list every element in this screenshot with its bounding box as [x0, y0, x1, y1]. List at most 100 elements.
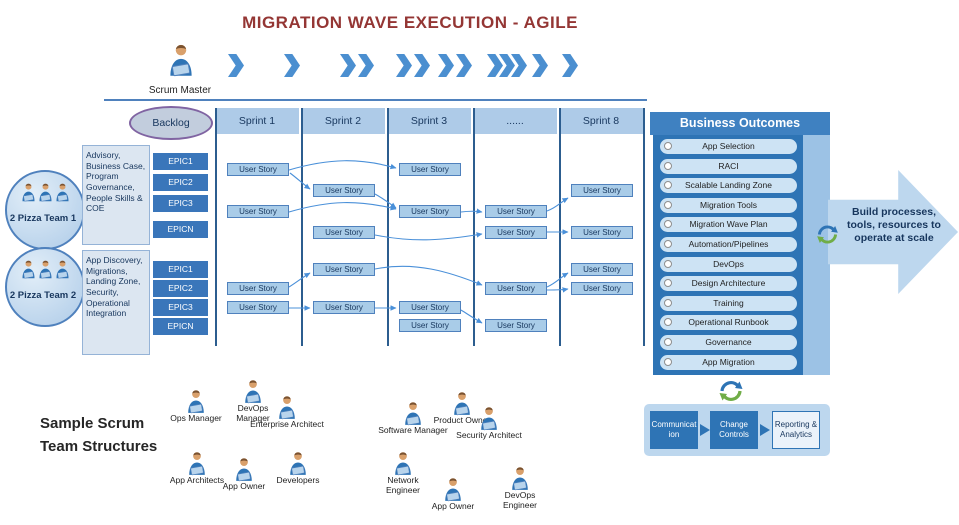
role-label: Software Manager — [378, 425, 448, 435]
grid-line — [559, 108, 561, 346]
person-icon — [245, 380, 261, 404]
role-label: Enterprise Architect — [250, 419, 324, 429]
chevron-right-icon — [438, 54, 454, 77]
epic-label: EPICN — [153, 318, 208, 335]
outcome-item: App Selection — [660, 139, 797, 154]
bullet-icon — [664, 142, 672, 150]
role-app-owner: App Owner — [428, 476, 478, 512]
cycle-arrows-icon — [719, 381, 743, 401]
user-story-card: User Story — [571, 282, 633, 295]
role-security-architect: Security Architect — [452, 405, 526, 441]
user-story-card: User Story — [399, 163, 461, 176]
user-story-card: User Story — [571, 226, 633, 239]
user-story-card: User Story — [399, 301, 461, 314]
team-1-circle — [5, 170, 85, 250]
user-story-card: User Story — [227, 282, 289, 295]
role-label: Network Engineer — [385, 475, 421, 495]
user-story-card: User Story — [485, 205, 547, 218]
cycle-arrows-icon — [716, 376, 746, 411]
user-story-card: User Story — [485, 319, 547, 332]
chevron-right-icon — [511, 54, 527, 77]
business-outcomes-header: Business Outcomes — [650, 112, 830, 135]
team-1-label: 2 Pizza Team 1 — [9, 213, 77, 224]
user-story-card: User Story — [399, 319, 461, 332]
person-icon — [481, 407, 497, 431]
person-icon — [38, 183, 52, 202]
team-2-scope: App Discovery, Migrations, Landing Zone,… — [82, 250, 150, 355]
user-story-card: User Story — [485, 282, 547, 295]
divider-line — [104, 99, 647, 101]
chevron-right-icon — [358, 54, 374, 77]
grid-line — [301, 108, 303, 346]
person-icon — [512, 467, 528, 491]
person-icon — [170, 44, 192, 77]
bullet-icon — [664, 298, 672, 307]
person-icon — [405, 402, 421, 426]
bullet-icon — [664, 181, 672, 190]
outcome-item: Training — [660, 295, 797, 311]
role-enterprise-architect: Enterprise Architect — [245, 394, 329, 430]
outcome-item: DevOps — [660, 256, 797, 272]
bullet-icon — [664, 240, 672, 248]
flow-step: Communication — [650, 411, 698, 449]
cycle-arrows-icon — [817, 225, 838, 244]
epic-label: EPIC1 — [153, 153, 208, 170]
chevron-right-icon — [284, 54, 300, 77]
scrum-master-label: Scrum Master — [148, 85, 212, 96]
person-icon — [454, 392, 470, 416]
role-label: App Architects — [169, 475, 225, 485]
bullet-icon — [664, 220, 672, 229]
role-label: Security Architect — [456, 430, 522, 440]
user-story-card: User Story — [227, 301, 289, 314]
chevron-right-icon — [532, 54, 548, 77]
scrum-master-icon — [166, 42, 196, 82]
chevron-right-icon — [499, 54, 515, 77]
person-icon — [395, 452, 411, 476]
chevron-right-icon — [414, 54, 430, 77]
role-label: Product Owner — [433, 415, 491, 425]
role-network-engineer: Network Engineer — [376, 450, 430, 496]
role-app-owner: App Owner — [218, 456, 270, 492]
user-story-card: User Story — [571, 184, 633, 197]
role-label: DevOps Manager — [236, 403, 270, 423]
user-story-card: User Story — [313, 263, 375, 276]
role-label: DevOps Engineer — [502, 490, 538, 510]
user-story-card: User Story — [227, 205, 289, 218]
flow-step: Change Controls — [710, 411, 758, 449]
team-1-scope: Advisory, Business Case, Program Governa… — [82, 145, 150, 245]
person-icon — [38, 260, 52, 279]
sprint-column-header: Sprint 3 — [387, 108, 473, 134]
outcome-item: Automation/Pipelines — [660, 237, 797, 252]
team-people-icon — [18, 259, 72, 279]
sprint-column-header: Sprint 2 — [301, 108, 387, 134]
person-icon — [236, 458, 252, 482]
epic-label: EPIC2 — [153, 174, 208, 191]
epic-label: EPIC3 — [153, 299, 208, 316]
outcome-item: Operational Runbook — [660, 315, 797, 331]
role-software-manager: Software Manager — [374, 400, 452, 436]
user-story-card: User Story — [571, 263, 633, 276]
flow-arrow-icon — [700, 424, 710, 436]
person-icon — [21, 260, 35, 279]
epic-label: EPIC3 — [153, 195, 208, 212]
user-story-card: User Story — [227, 163, 289, 176]
backlog-ellipse: Backlog — [129, 106, 213, 140]
user-story-card: User Story — [485, 226, 547, 239]
chevron-right-icon — [562, 54, 578, 77]
grid-line — [473, 108, 475, 346]
role-developers: Developers — [270, 450, 326, 486]
bullet-icon — [664, 161, 672, 170]
user-story-card: User Story — [313, 226, 375, 239]
epic-label: EPIC2 — [153, 280, 208, 297]
person-icon — [189, 452, 205, 476]
chevron-right-icon — [487, 54, 503, 77]
role-devops-engineer: DevOps Engineer — [490, 465, 550, 511]
outcome-item: Governance — [660, 335, 797, 350]
bullet-icon — [664, 338, 672, 346]
role-product-owner: Product Owner — [430, 390, 494, 426]
flow-arrow-icon — [760, 424, 770, 436]
slide-title: MIGRATION WAVE EXECUTION - AGILE — [242, 13, 578, 32]
sprint-column-header: Sprint 1 — [215, 108, 301, 134]
role-label: App Owner — [431, 501, 475, 511]
